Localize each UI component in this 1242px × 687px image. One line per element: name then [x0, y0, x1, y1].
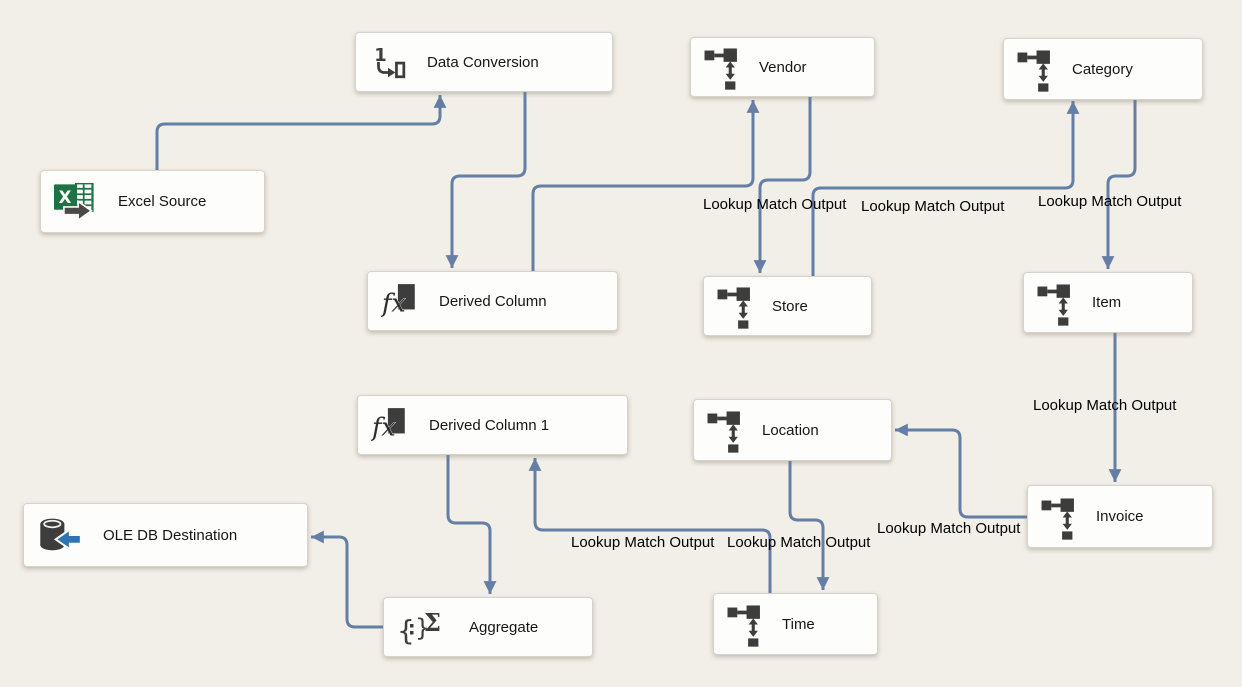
lookup-icon [727, 601, 762, 647]
node-time[interactable]: Time [713, 593, 878, 655]
connector-vendor-store[interactable] [753, 97, 812, 273]
node-vendor[interactable]: Vendor [690, 37, 875, 97]
connector-dataconversion-derivedcolumn[interactable] [445, 92, 527, 268]
svg-text:1: 1 [374, 45, 386, 66]
node-data-conversion[interactable]: 1 Data Conversion [355, 32, 613, 92]
node-location[interactable]: Location [693, 399, 892, 461]
node-label: Derived Column [439, 292, 547, 310]
lookup-icon [1041, 494, 1076, 540]
svg-text:}: } [415, 614, 430, 642]
connector-excelsource-dataconversion[interactable] [155, 95, 447, 170]
edge-label-store-category: Lookup Match Output [861, 198, 1005, 215]
node-store[interactable]: Store [703, 276, 872, 336]
data-conversion-icon: 1 [369, 44, 407, 80]
connector-category-item[interactable] [1101, 100, 1137, 269]
aggregate-icon: { } Σ [397, 608, 449, 646]
svg-text:Σ: Σ [424, 608, 441, 637]
node-category[interactable]: Category [1003, 38, 1203, 100]
node-derived-column[interactable]: fx Derived Column [367, 271, 618, 331]
node-label: Excel Source [118, 193, 207, 210]
node-label: Location [762, 421, 819, 439]
ole-db-destination-icon [37, 515, 83, 555]
node-ole-db-destination[interactable]: OLE DB Destination [23, 503, 308, 567]
connector-derivedcolumn1-aggregate[interactable] [446, 455, 497, 594]
connector-store-category[interactable] [811, 101, 1080, 276]
node-label: Store [772, 297, 808, 315]
svg-text:{: { [397, 614, 415, 646]
node-label: Derived Column 1 [429, 416, 550, 434]
node-label: Time [782, 615, 815, 633]
edge-label-invoice-location: Lookup Match Output [877, 520, 1021, 537]
connector-invoice-location[interactable] [895, 423, 1027, 519]
node-label: Invoice [1096, 508, 1144, 525]
node-label: Aggregate [469, 618, 539, 636]
svg-text:X: X [59, 188, 72, 207]
derived-column-icon: fx [381, 284, 419, 318]
connector-location-time[interactable] [788, 461, 830, 590]
node-label: Data Conversion [427, 53, 539, 71]
lookup-icon [1017, 46, 1052, 92]
node-derived-column-1[interactable]: fx Derived Column 1 [357, 395, 628, 455]
node-label: OLE DB Destination [103, 526, 238, 544]
node-label: Item [1092, 294, 1122, 311]
svg-text:fx: fx [381, 288, 406, 318]
connector-time-derivedcolumn1[interactable] [528, 458, 772, 593]
node-label: Vendor [759, 58, 807, 76]
node-excel-source[interactable]: X Excel Source [40, 170, 265, 233]
lookup-icon [704, 44, 739, 90]
edge-label-vendor-store: Lookup Match Output [703, 196, 847, 213]
edge-label-time-derivedcolumn1: Lookup Match Output [571, 534, 715, 551]
node-invoice[interactable]: Invoice [1027, 485, 1213, 548]
edge-label-item-invoice: Lookup Match Output [1033, 397, 1177, 414]
lookup-icon [717, 283, 752, 329]
svg-text:fx: fx [371, 412, 396, 442]
connector-derivedcolumn-vendor[interactable] [531, 100, 760, 271]
node-item[interactable]: Item [1023, 272, 1193, 333]
lookup-icon [1037, 280, 1072, 326]
edge-label-location-time: Lookup Match Output [727, 534, 871, 551]
edge-label-category-item: Lookup Match Output [1038, 193, 1182, 210]
lookup-icon [707, 407, 742, 453]
node-label: Category [1072, 60, 1133, 78]
node-aggregate[interactable]: { } Σ Aggregate [383, 597, 593, 657]
excel-source-icon: X [54, 182, 98, 221]
connector-aggregate-oledb[interactable] [311, 530, 383, 629]
derived-column-icon: fx [371, 408, 409, 442]
